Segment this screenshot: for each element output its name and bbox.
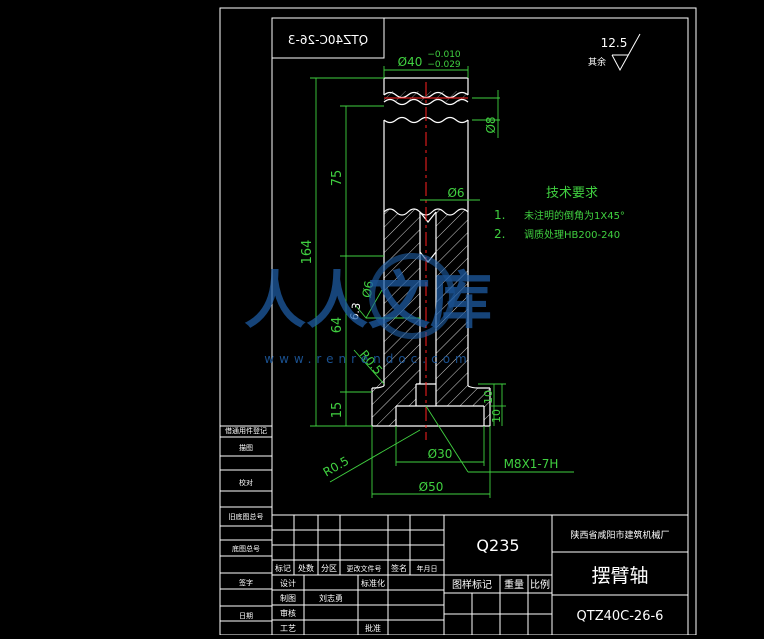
dim-tol-upper: −0.010	[427, 50, 461, 60]
dim-dia50: Ø50	[419, 480, 444, 494]
tech-item-1-num: 1.	[494, 208, 505, 222]
dim-right-10b: 10	[490, 409, 503, 423]
row-approve: 批准	[365, 623, 381, 633]
row-standard: 标准化	[361, 578, 385, 588]
dim-164: 164	[300, 240, 315, 265]
left-label-base: 底图总号	[232, 544, 260, 553]
dim-dia30: Ø30	[428, 447, 453, 461]
dim-64: 64	[330, 317, 345, 334]
watermark-logo-icon	[369, 253, 455, 339]
dim-tol-lower: −0.029	[427, 60, 461, 70]
shaft-lower	[371, 208, 491, 427]
watermark-brand: 人人文库	[244, 264, 492, 337]
title-block-grid	[271, 514, 688, 635]
header-cell-sign: 签名	[391, 563, 407, 573]
stage-cell-scale: 比例	[530, 578, 550, 591]
left-label-sign: 签字	[239, 578, 253, 587]
watermark: 人人文库 www.renrendoc.com	[244, 253, 492, 366]
part-name: 摆臂轴	[591, 565, 648, 587]
dim-r-lower: R0.5	[321, 454, 352, 480]
code-box	[271, 17, 385, 59]
tech-item-1-text: 未注明的倒角为1X45°	[524, 209, 625, 222]
row-design: 设计	[280, 578, 296, 588]
header-cell-count: 处数	[298, 563, 314, 573]
drawing-number: QTZ40C-26-6	[577, 609, 664, 624]
dim-right-10a: 10	[482, 390, 495, 404]
left-label-old-base: 旧底图总号	[229, 512, 264, 521]
header-cell-zone: 分区	[321, 564, 337, 573]
roughness-symbol	[611, 33, 641, 72]
row-draw: 制图	[280, 593, 296, 603]
dim-dia8: Ø8	[484, 116, 498, 133]
roughness-label: 其余	[588, 56, 606, 68]
header-cell-date: 年月日	[417, 564, 438, 573]
row-process: 工艺	[280, 624, 296, 633]
header-cell-mark: 标记	[275, 563, 291, 573]
stage-cell-mark: 图样标记	[452, 578, 492, 591]
factory-name: 陕西省咸阳市建筑机械厂	[570, 529, 669, 541]
row-draw-name: 刘志勇	[319, 593, 343, 603]
dim-thread: M8X1-7H	[504, 457, 559, 471]
left-label-reg: 借通用件登记	[225, 426, 267, 435]
left-label-trace: 描图	[239, 443, 253, 452]
code-box-text: QTZ40C-26-3	[288, 33, 368, 47]
left-label-check: 校对	[239, 478, 253, 487]
dim-dia40: Ø40	[398, 55, 423, 69]
dim-rough-6-3: 6.3	[348, 302, 364, 321]
tech-item-2-text: 调质处理HB200-240	[524, 229, 620, 241]
left-column	[219, 425, 273, 636]
header-cell-doc: 更改文件号	[347, 564, 382, 573]
stage-cell-weight: 重量	[504, 578, 524, 591]
dim-15: 15	[330, 402, 345, 419]
dimension-lines	[310, 66, 574, 498]
left-label-date: 日期	[239, 612, 253, 620]
roughness-value: 12.5	[601, 36, 628, 50]
tech-title: 技术要求	[546, 186, 598, 201]
watermark-url: www.renrendoc.com	[264, 352, 471, 366]
dim-75: 75	[330, 170, 345, 187]
row-review: 审核	[280, 608, 296, 618]
material-text: Q235	[476, 536, 519, 555]
dim-dia6-top: Ø6	[447, 186, 464, 200]
tech-item-2-num: 2.	[494, 227, 505, 241]
